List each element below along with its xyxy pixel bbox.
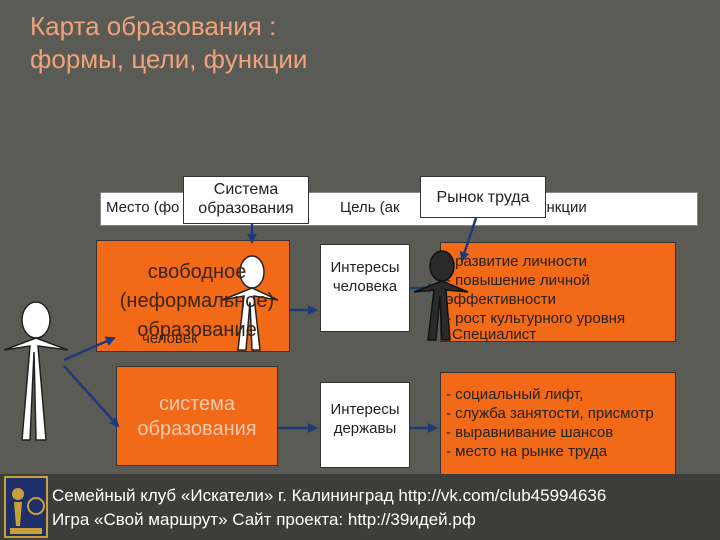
sysedu-line-2: образования [137,418,257,440]
system-box-label: Система образования [183,180,309,218]
list-item: - рост культурного уровня [446,310,626,327]
state-interests-box [320,382,410,468]
informal-line-3: образование [137,319,257,341]
state-interests-label: Интересы державы [320,400,410,438]
labor-market-box [420,176,546,218]
system-box-line-2: образования [198,200,294,217]
list-item: - развитие личности [446,253,587,270]
footer-bar [0,474,720,540]
header-purpose-label: Цель (ак [340,199,400,216]
list-item: - место на рынке труда [446,443,608,460]
list-item: - социальный лифт, [446,386,584,403]
human-overlap-label: человек [142,330,198,347]
state-line-1: Интересы [330,401,400,418]
footer-project-line: Игра «Свой маршрут» Сайт проекта: http:/… [52,510,476,529]
labor-market-label: Рынок труда [436,189,530,206]
arrow-to-informal [63,336,116,362]
list-item: эффективности [446,291,557,308]
header-place-label: Место (фо [106,199,180,216]
sysedu-line-1: система [158,393,236,415]
human-line-2: человека [332,278,398,295]
list-item: - повышение личной [446,272,590,289]
title-line-1: Карта образования : [30,11,277,41]
header-functions-label: ункции [539,199,587,216]
club-logo-icon [4,476,48,538]
arrow-to-system [63,365,120,428]
system-box-line-1: Система [213,181,279,198]
specialist-figure [413,250,469,341]
personal-functions-list: - развитие личности - повышение личной э… [446,252,625,328]
person-figure-left [3,301,69,441]
list-item: - выравнивание шансов [446,424,614,441]
list-item: - служба занятости, присмотр [446,405,654,422]
human-line-1: Интересы [330,259,400,276]
social-functions-box [440,372,676,476]
informal-line-1: свободное [147,261,247,283]
arrow-market-down [459,217,478,262]
state-line-2: державы [333,420,397,437]
specialist-label: Специалист [452,326,537,343]
person-figure-center [221,255,279,351]
footer-club-line: Семейный клуб «Искатели» г. Калининград … [52,486,607,505]
social-functions-list: - социальный лифт, - служба занятости, п… [446,385,654,461]
title-line-2: формы, цели, функции [30,44,308,74]
human-interests-label: Интересы человека [320,258,410,296]
education-system-box [116,366,278,466]
informal-line-2: (неформальное) [119,290,275,312]
system-box [183,176,309,224]
slide-title: Карта образования : формы, цели, функции [30,10,670,76]
informal-education-label: свободное (неформальное) образование [92,258,302,345]
education-system-label: система образования [116,392,278,442]
human-interests-box [320,244,410,332]
